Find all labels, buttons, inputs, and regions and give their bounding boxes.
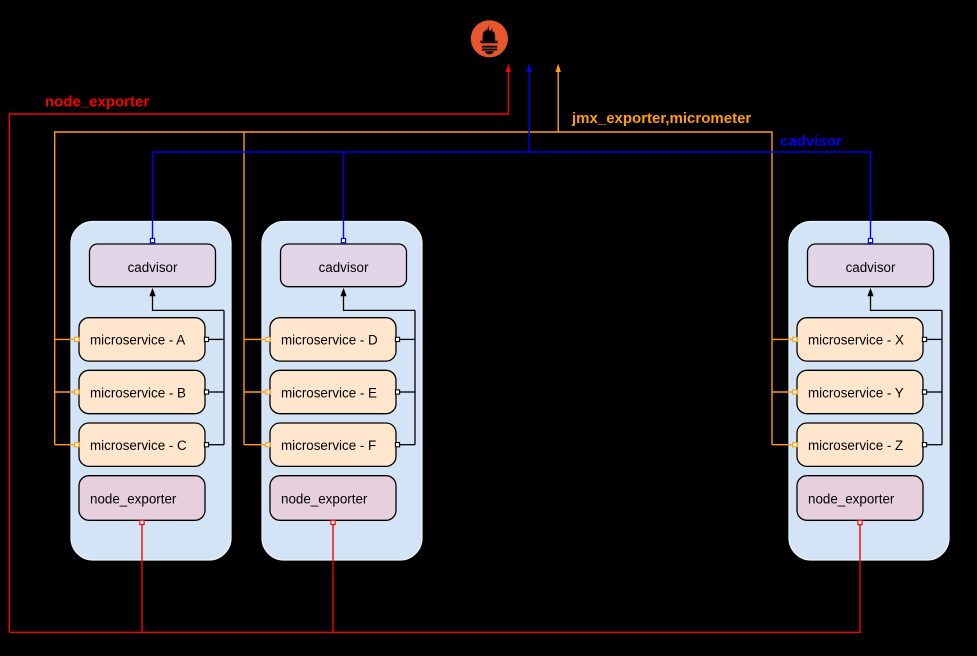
svg-text:node_exporter: node_exporter <box>281 491 368 506</box>
svg-text:node_exporter: node_exporter <box>90 491 177 506</box>
svg-text:microservice - B: microservice - B <box>90 385 186 400</box>
svg-text:node_exporter: node_exporter <box>808 491 895 506</box>
svg-text:node_exporter: node_exporter <box>45 94 149 111</box>
svg-text:microservice - A: microservice - A <box>90 333 185 348</box>
svg-text:microservice - X: microservice - X <box>808 333 904 348</box>
svg-text:microservice - E: microservice - E <box>281 385 377 400</box>
svg-text:jmx_exporter,micrometer: jmx_exporter,micrometer <box>571 110 751 127</box>
svg-text:microservice - F: microservice - F <box>281 438 376 453</box>
svg-text:microservice - D: microservice - D <box>281 333 378 348</box>
svg-text:cadvisor: cadvisor <box>846 260 896 275</box>
svg-text:microservice - Y: microservice - Y <box>808 385 904 400</box>
svg-text:cadvisor: cadvisor <box>128 260 178 275</box>
svg-text:cadvisor: cadvisor <box>780 133 842 150</box>
svg-text:cadvisor: cadvisor <box>319 260 369 275</box>
svg-text:microservice - Z: microservice - Z <box>808 438 903 453</box>
svg-text:microservice - C: microservice - C <box>90 438 187 453</box>
